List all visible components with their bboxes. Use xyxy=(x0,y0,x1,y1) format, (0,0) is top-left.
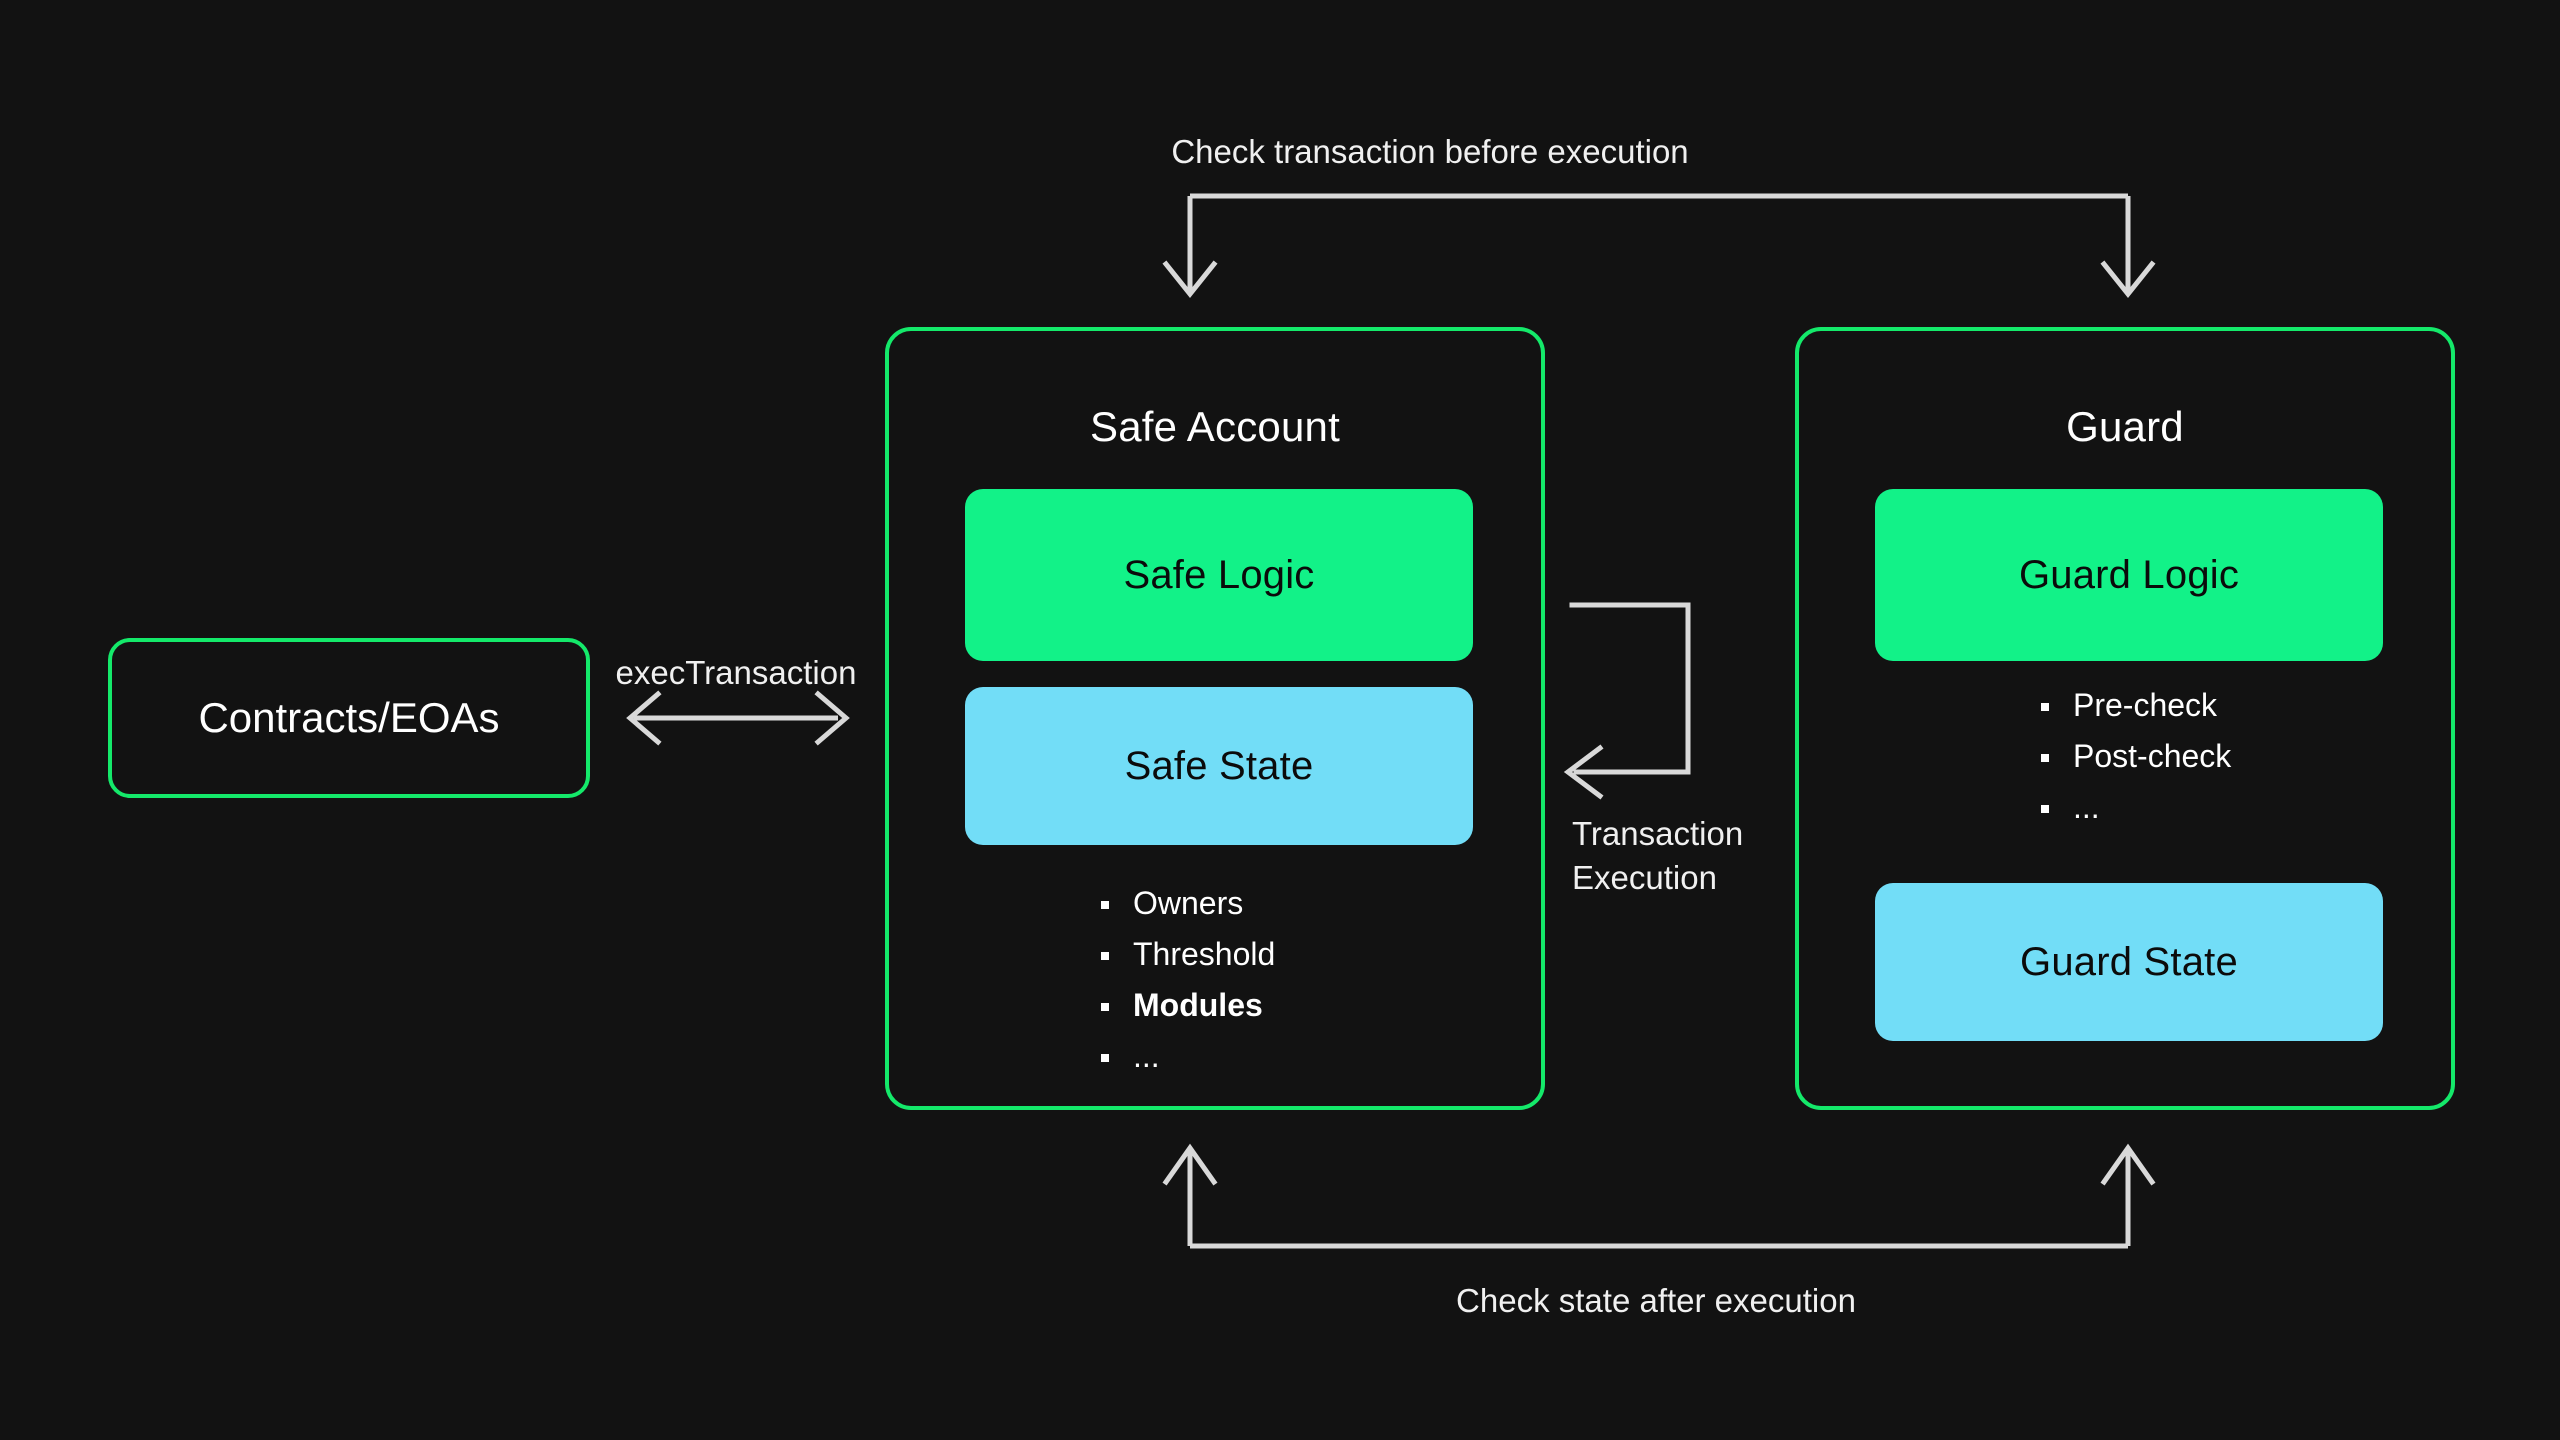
safe-state-item-more: ... xyxy=(1133,1038,1160,1074)
check-before-execution-label: Check transaction before execution xyxy=(1171,133,1689,170)
guard-check-item-list: Pre-check Post-check ... xyxy=(2041,689,2231,842)
list-item: ... xyxy=(2041,791,2231,823)
guard-check-item-post-check: Post-check xyxy=(2073,738,2232,774)
guard-logic-chip[interactable]: Guard Logic xyxy=(1875,489,2383,661)
guard-box[interactable]: Guard Guard Logic Pre-check Post-check .… xyxy=(1795,327,2455,1110)
contracts-eoas-label: Contracts/EOAs xyxy=(198,694,500,741)
guard-title: Guard xyxy=(2066,403,2184,450)
safe-state-item-threshold: Threshold xyxy=(1133,936,1276,972)
list-item: Threshold xyxy=(1101,938,1275,970)
safe-account-box[interactable]: Safe Account Safe Logic Safe State Owner… xyxy=(885,327,1545,1110)
safe-state-item-modules: Modules xyxy=(1133,987,1263,1023)
safe-state-item-owners: Owners xyxy=(1133,885,1244,921)
contracts-eoas-box[interactable]: Contracts/EOAs xyxy=(108,638,590,798)
safe-account-title: Safe Account xyxy=(1090,403,1340,450)
list-item: Post-check xyxy=(2041,740,2231,772)
guard-state-label: Guard State xyxy=(2020,939,2238,984)
list-item: Owners xyxy=(1101,887,1275,919)
transaction-execution-label-line1: Transaction xyxy=(1572,815,1744,852)
exec-transaction-label: execTransaction xyxy=(615,654,857,691)
safe-logic-label: Safe Logic xyxy=(1123,552,1315,597)
safe-state-chip[interactable]: Safe State xyxy=(965,687,1473,845)
guard-state-chip[interactable]: Guard State xyxy=(1875,883,2383,1041)
transaction-execution-loop-arrow xyxy=(1563,602,1691,800)
list-item: Modules xyxy=(1101,989,1275,1021)
guard-check-item-pre-check: Pre-check xyxy=(2073,687,2218,723)
exec-transaction-arrow xyxy=(626,690,850,746)
check-before-execution-arrow xyxy=(1162,193,2156,299)
safe-logic-chip[interactable]: Safe Logic xyxy=(965,489,1473,661)
list-item: Pre-check xyxy=(2041,689,2231,721)
guard-check-item-more: ... xyxy=(2073,789,2100,825)
safe-state-label: Safe State xyxy=(1124,743,1314,788)
guard-logic-label: Guard Logic xyxy=(2018,552,2240,597)
list-item: ... xyxy=(1101,1040,1275,1072)
safe-state-item-list: Owners Threshold Modules ... xyxy=(1101,887,1275,1091)
check-state-after-execution-arrow xyxy=(1162,1143,2156,1249)
check-state-after-execution-label: Check state after execution xyxy=(1456,1282,1856,1319)
transaction-execution-label-line2: Execution xyxy=(1572,858,1717,896)
transaction-execution-label: Transaction Execution xyxy=(1572,812,1743,899)
